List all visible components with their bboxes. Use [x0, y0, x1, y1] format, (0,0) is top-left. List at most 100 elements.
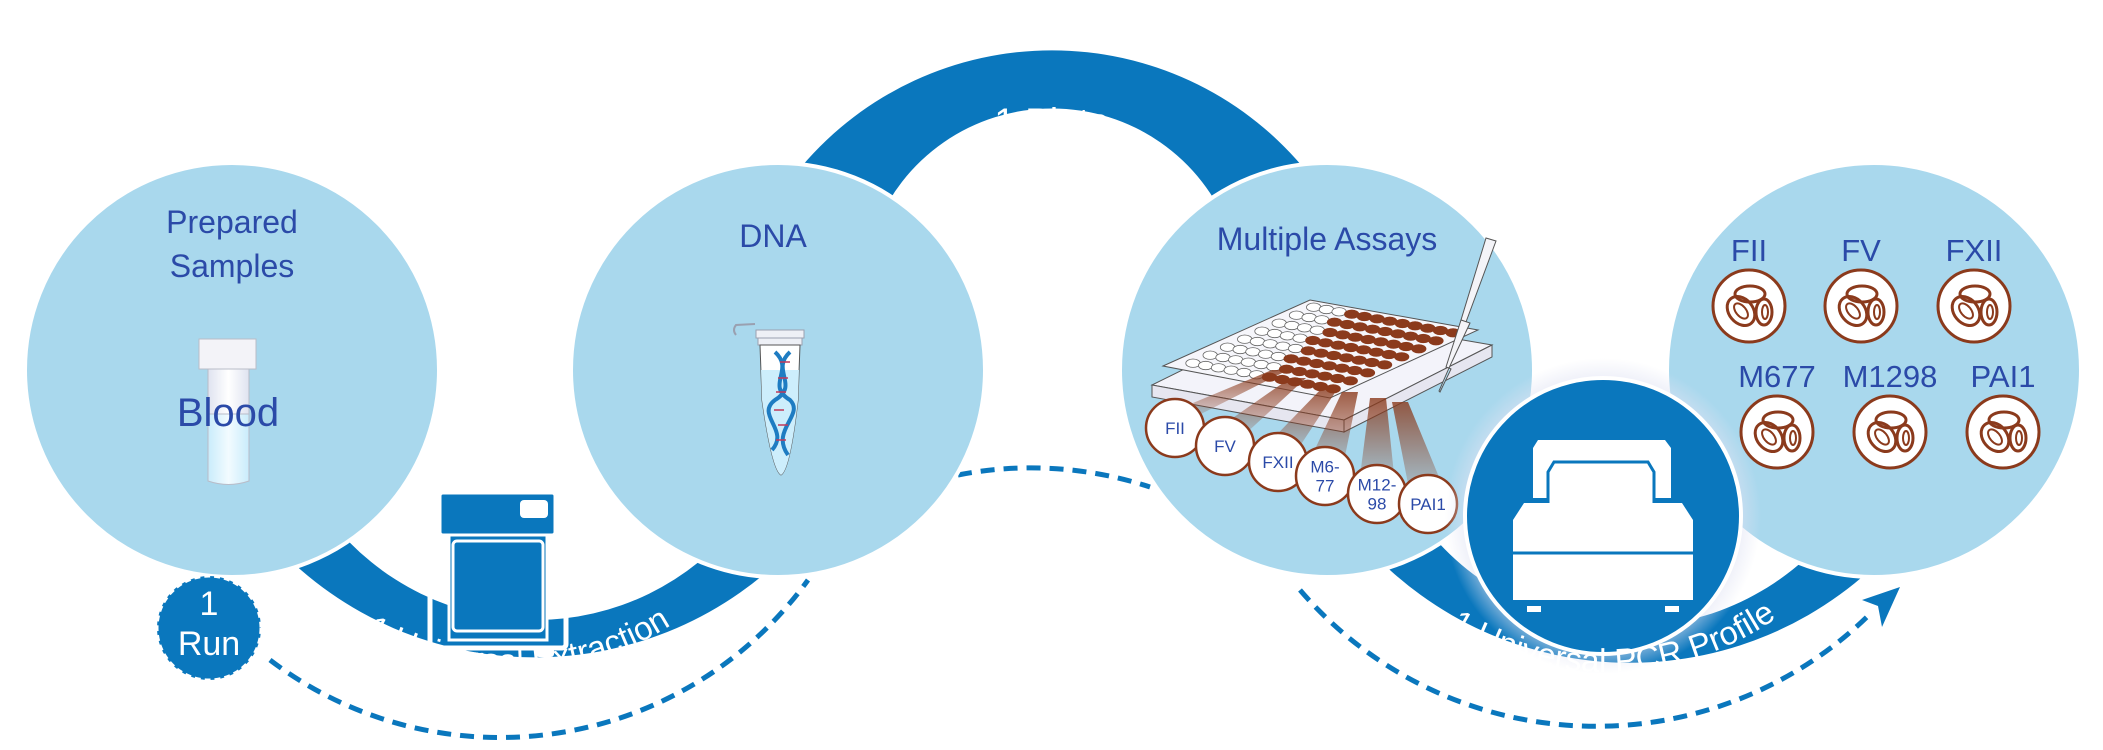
well-empty	[1306, 302, 1322, 312]
run-label: Run	[178, 625, 240, 663]
extraction-arc	[275, 520, 795, 658]
well-filled	[1347, 365, 1363, 376]
extraction-instrument-icon	[427, 491, 569, 657]
well-filled	[1334, 363, 1350, 373]
well-empty	[1275, 341, 1291, 351]
well-filled	[1351, 355, 1367, 365]
result-label: FII	[1731, 233, 1767, 268]
well-empty	[1301, 312, 1317, 323]
result-label: M677	[1738, 359, 1816, 394]
well-filled	[1365, 324, 1381, 334]
well-filled	[1321, 361, 1337, 371]
well-filled	[1309, 358, 1325, 369]
well-filled	[1385, 339, 1402, 349]
well-filled	[1382, 316, 1398, 326]
well-filled	[1304, 369, 1320, 379]
well-empty	[1309, 325, 1325, 335]
well-empty	[1292, 333, 1308, 343]
blood-cells-icon	[1965, 394, 2041, 470]
step-prepared-samples: Prepared Samples Blood	[23, 161, 441, 579]
blood-tube-icon	[198, 338, 257, 485]
well-filled	[1326, 350, 1342, 361]
result-badge: FXII	[1936, 233, 2012, 344]
well-empty	[1215, 352, 1231, 363]
well-filled	[1313, 348, 1329, 358]
well-filled	[1339, 319, 1355, 330]
well-empty	[1237, 334, 1253, 344]
well-filled	[1411, 344, 1427, 354]
step-results: FII FV FXII M677 M1298 PAI1	[1665, 161, 2083, 579]
well-filled	[1296, 356, 1312, 366]
assay-label-text: 77	[1316, 477, 1335, 496]
well-filled	[1347, 332, 1364, 342]
well-filled	[1352, 322, 1368, 332]
assay-beam	[1392, 402, 1446, 494]
pcr-thermocycler-icon	[1513, 440, 1693, 612]
well-filled	[1300, 346, 1316, 356]
step-title: Multiple Assays	[1217, 221, 1438, 257]
blood-cells-icon	[1823, 268, 1899, 344]
result-badge: M677	[1738, 359, 1816, 470]
well-empty	[1271, 318, 1287, 328]
well-empty	[1185, 358, 1201, 368]
assay-label-bubble: M12-98	[1346, 463, 1408, 525]
assay-beam	[1359, 398, 1395, 484]
well-filled	[1338, 353, 1355, 363]
well-filled	[1428, 336, 1444, 346]
well-empty	[1210, 363, 1227, 373]
assay-label-bubble: M6-77	[1294, 445, 1356, 507]
well-empty	[1331, 307, 1347, 317]
well-filled	[1305, 335, 1321, 346]
well-empty	[1284, 320, 1300, 331]
assay-label-text: PAI1	[1410, 495, 1446, 514]
well-empty	[1249, 336, 1266, 347]
well-filled	[1360, 334, 1376, 345]
well-filled	[1415, 333, 1431, 344]
run-badge: 1 Run	[155, 574, 263, 682]
well-filled	[1326, 317, 1343, 327]
well-filled	[1420, 323, 1436, 333]
well-filled	[1317, 338, 1334, 348]
well-filled	[1330, 340, 1346, 350]
assay-label-text: 98	[1368, 495, 1387, 514]
result-badges: FII FV FXII M677 M1298 PAI1	[1711, 233, 2041, 470]
dna-tube-icon	[733, 323, 805, 476]
well-empty	[1279, 331, 1296, 341]
well-filled	[1343, 342, 1359, 353]
well-empty	[1253, 359, 1269, 370]
assay-label-text: M6-	[1310, 458, 1339, 477]
wells-group	[1185, 302, 1461, 394]
assay-label-bubble: FXII	[1247, 431, 1309, 493]
well-filled	[1394, 352, 1410, 362]
well-empty	[1236, 367, 1252, 378]
step-circle	[1665, 161, 2083, 579]
step-title: DNA	[739, 218, 807, 254]
blood-cells-icon	[1936, 268, 2012, 344]
well-filled	[1300, 379, 1316, 389]
extraction-dashed-flow	[268, 578, 811, 740]
assay-label-bubble: FV	[1194, 415, 1256, 477]
assay-label-text: FXII	[1262, 453, 1293, 472]
well-filled	[1407, 321, 1423, 331]
well-empty	[1240, 357, 1257, 367]
run-count: 1	[200, 585, 219, 623]
well-empty	[1245, 347, 1261, 357]
sample-type-label: Blood	[177, 391, 279, 435]
well-empty	[1228, 355, 1244, 365]
well-filled	[1356, 311, 1373, 322]
assay-label-text: FII	[1165, 419, 1185, 438]
well-empty	[1262, 339, 1278, 349]
result-badge: M1298	[1843, 359, 1937, 470]
well-empty	[1202, 350, 1218, 360]
result-label: FV	[1841, 233, 1881, 268]
well-empty	[1258, 349, 1274, 359]
well-filled	[1390, 329, 1406, 339]
blood-cells-icon	[1852, 394, 1928, 470]
well-empty	[1270, 351, 1287, 362]
well-filled	[1403, 331, 1419, 341]
result-label: PAI1	[1971, 359, 2036, 394]
well-filled	[1377, 326, 1393, 337]
